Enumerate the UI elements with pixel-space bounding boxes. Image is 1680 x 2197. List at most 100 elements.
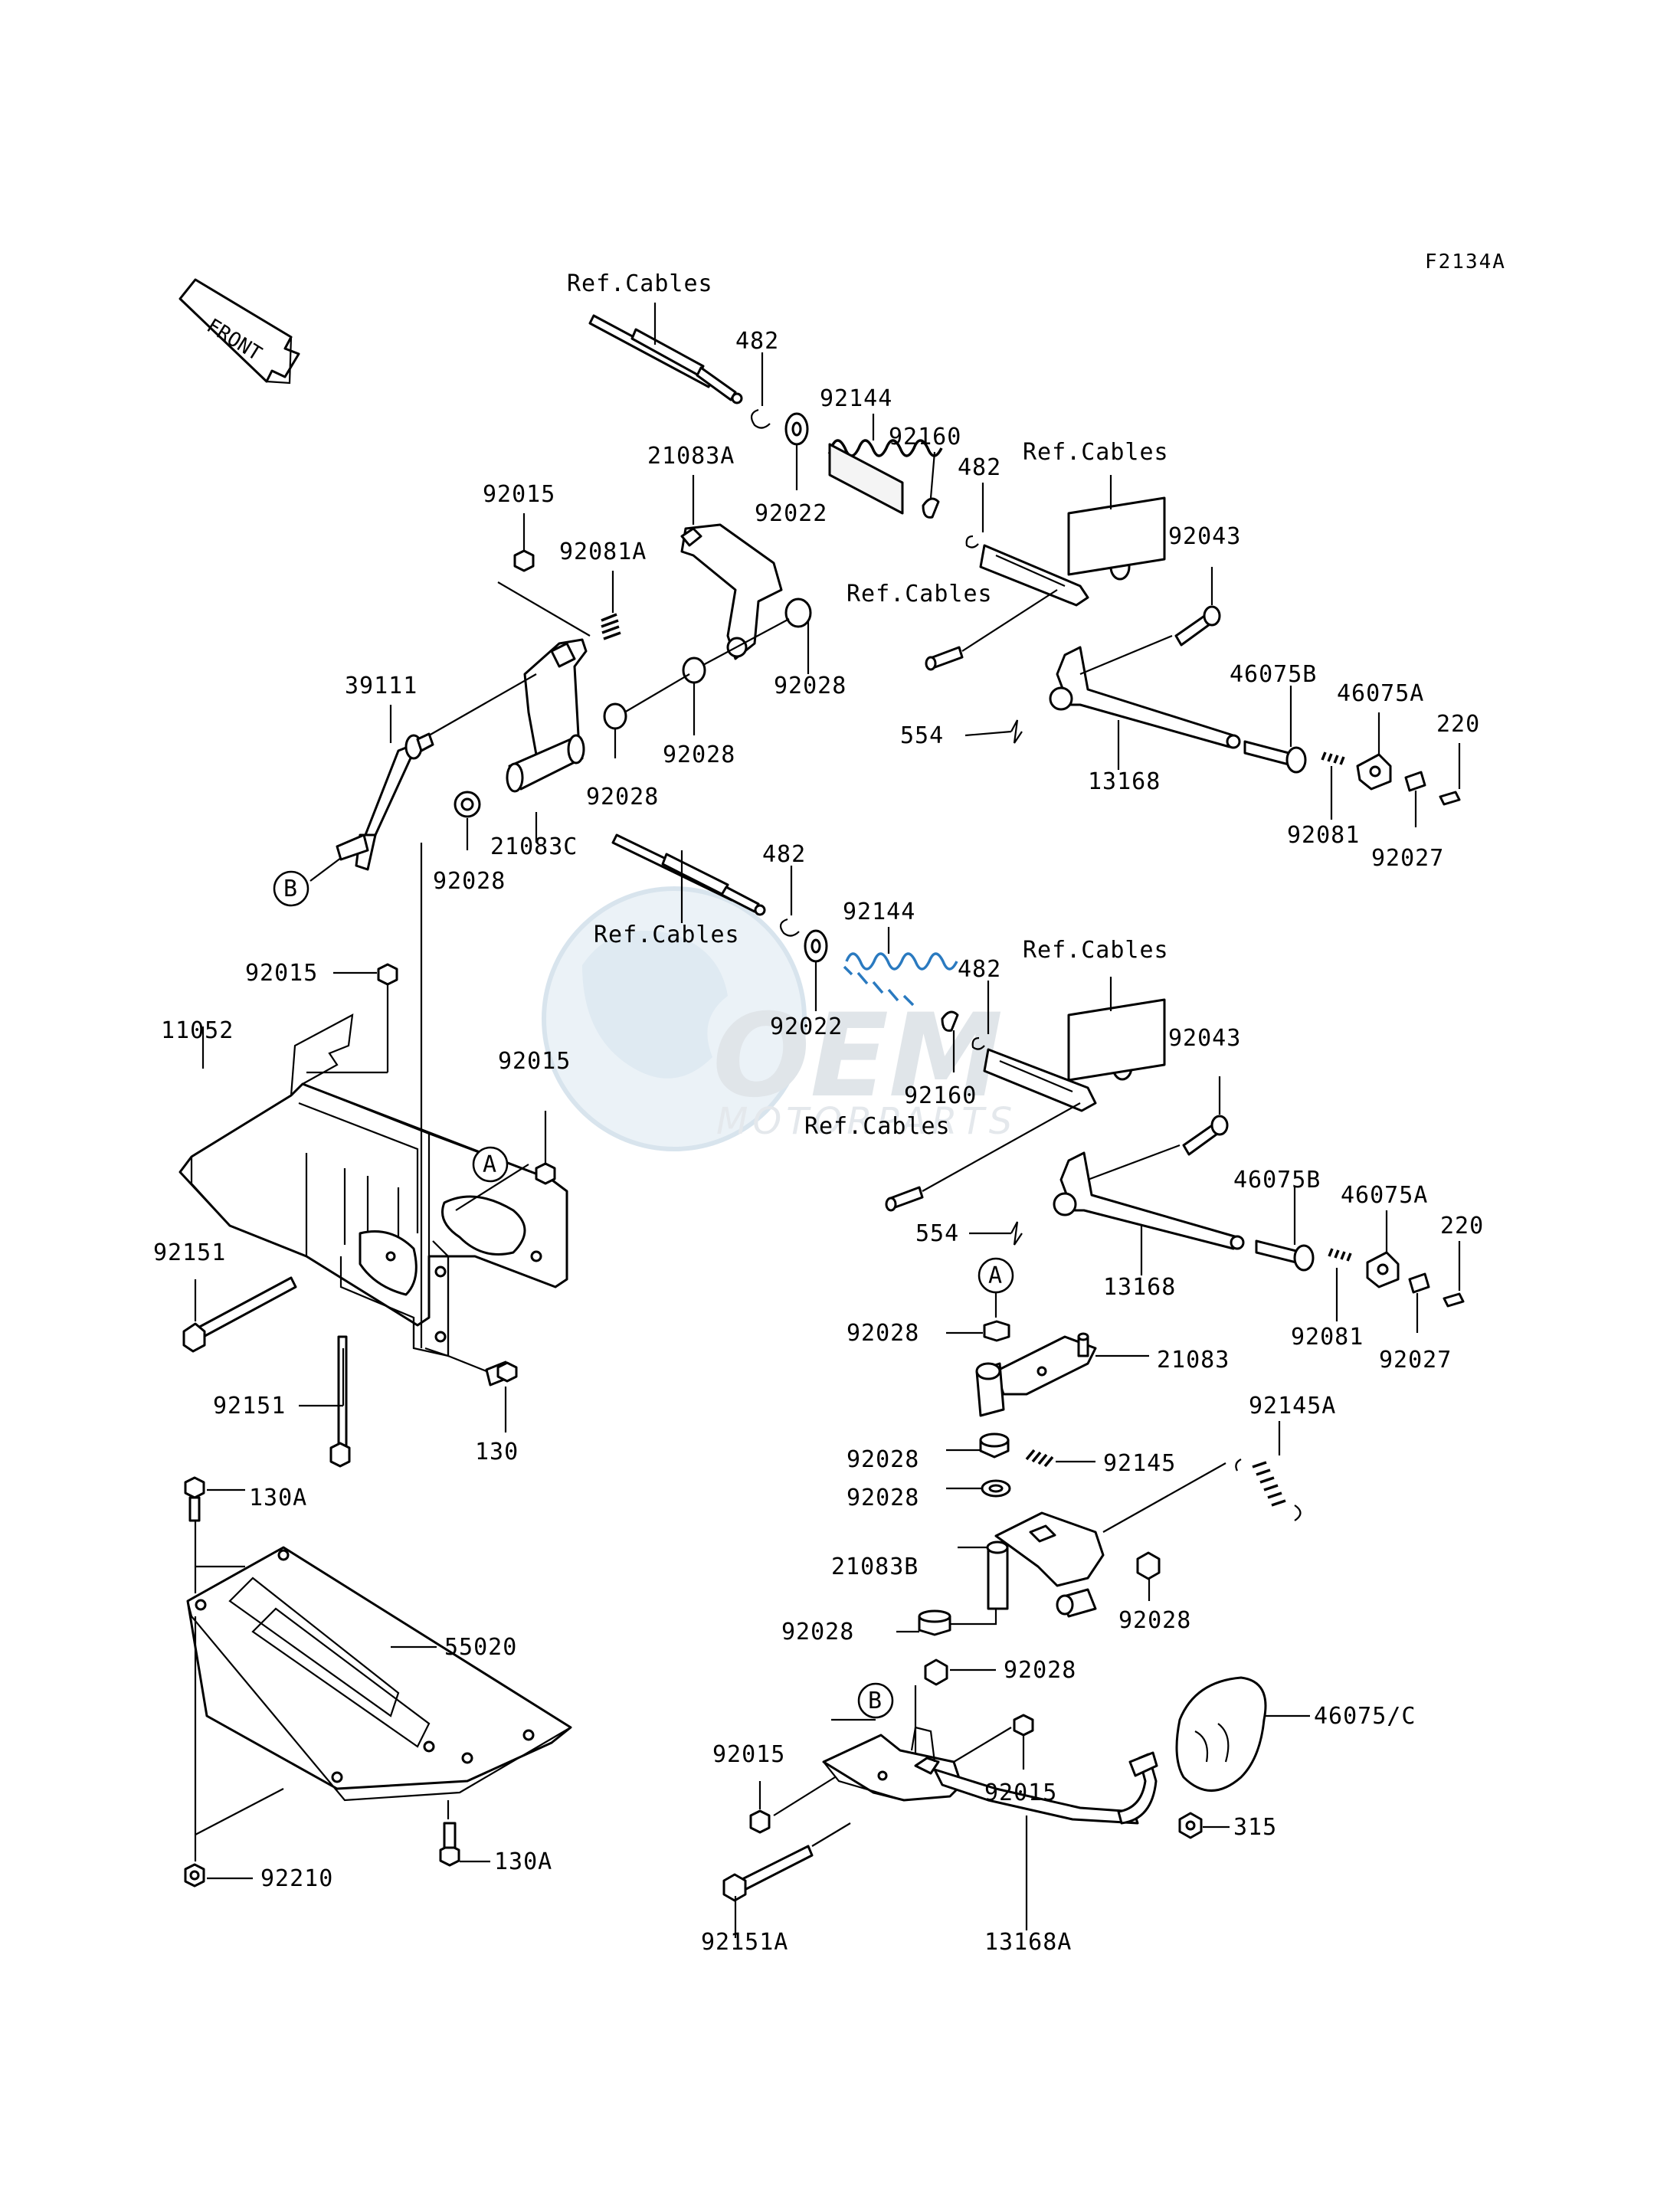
label-46075B-1: 46075B [1230, 661, 1317, 688]
label-ref-cables-6: Ref.Cables [804, 1113, 951, 1140]
label-92015-3: 92015 [498, 1048, 571, 1075]
label-39111: 39111 [345, 673, 418, 699]
nut-92015-top [497, 513, 591, 637]
pedal-pad-46075C [1175, 1676, 1310, 1792]
watermark: OEM MOTORPARTS [542, 886, 1017, 1151]
label-92028-2: 92028 [663, 742, 735, 768]
label-92210: 92210 [260, 1865, 333, 1892]
skid-plate-55020 [186, 1546, 572, 1802]
label-92028-3: 92028 [586, 784, 659, 810]
lever-21083 [946, 1320, 1149, 1417]
label-92015-1: 92015 [483, 481, 555, 508]
pedal-bracket-21083B [950, 1511, 1161, 1626]
brake-pedal-13168A [822, 1726, 1158, 1930]
label-92043-2: 92043 [1168, 1025, 1241, 1052]
label-92028-9: 92028 [1118, 1607, 1191, 1634]
ref-marker-b-lower: B [831, 1682, 917, 1754]
label-482-1: 482 [735, 328, 779, 355]
label-46075A-2: 46075A [1341, 1182, 1428, 1209]
label-92151A: 92151A [701, 1929, 788, 1956]
label-92028-6: 92028 [847, 1446, 919, 1473]
label-92043-1: 92043 [1168, 523, 1241, 550]
upper-cable-assembly [588, 303, 943, 519]
nut-92015-pedal [749, 1714, 1034, 1834]
label-554-1: 554 [900, 722, 944, 749]
label-92027-1: 92027 [1371, 845, 1444, 872]
label-92028-7: 92028 [847, 1485, 919, 1511]
label-13168-2: 13168 [1103, 1274, 1176, 1301]
bolt-92151A [722, 1822, 851, 1938]
lever-21083A [680, 475, 783, 660]
label-92028-5: 92028 [847, 1320, 919, 1347]
a-marker-lower: A [978, 1257, 1014, 1318]
label-92160-1: 92160 [889, 424, 961, 450]
bolts-130A [184, 1476, 490, 1867]
watermark-text: MOTORPARTS [716, 1100, 1017, 1143]
label-130: 130 [475, 1439, 519, 1465]
label-92022-2: 92022 [770, 1013, 843, 1040]
label-92145: 92145 [1103, 1450, 1176, 1477]
upper-shaft-assembly [925, 475, 1461, 827]
svg-text:B: B [868, 1688, 883, 1714]
spring-92145A [1102, 1421, 1302, 1533]
bolt-130 [447, 1354, 518, 1432]
label-92028-8: 92028 [781, 1619, 854, 1645]
svg-text:B: B [283, 876, 298, 902]
label-482-3: 482 [762, 841, 806, 868]
svg-text:A: A [483, 1151, 497, 1178]
label-92022-1: 92022 [755, 500, 827, 527]
label-92081A: 92081A [559, 539, 647, 565]
label-ref-cables-5: Ref.Cables [594, 922, 740, 948]
label-92027-2: 92027 [1379, 1347, 1452, 1374]
label-55020: 55020 [444, 1634, 517, 1661]
label-ref-cables-4: Ref.Cables [1023, 937, 1169, 964]
collars-92028-bottom [896, 1609, 996, 1686]
label-92015-2: 92015 [245, 960, 318, 987]
link-rod-39111 [309, 705, 434, 882]
nut-92210 [184, 1565, 284, 1888]
label-21083C: 21083C [490, 833, 578, 860]
bracket-assembly [428, 598, 812, 850]
label-11052: 11052 [161, 1017, 234, 1044]
label-92145A: 92145A [1249, 1393, 1336, 1419]
label-92151-2: 92151 [213, 1393, 286, 1419]
frame-11052 [178, 843, 568, 1357]
nut-315 [1178, 1812, 1230, 1839]
label-92144-1: 92144 [820, 385, 892, 412]
label-482-2: 482 [958, 454, 1001, 481]
label-92015-4: 92015 [712, 1741, 785, 1768]
label-130A-1: 130A [249, 1485, 307, 1511]
nut-92015-frame [306, 963, 556, 1211]
collars-92028-lower [946, 1432, 1095, 1498]
ref-marker-a-frame: A [472, 1146, 509, 1183]
label-21083B: 21083B [831, 1554, 919, 1580]
label-ref-cables-2: Ref.Cables [1023, 439, 1169, 466]
middle-shaft-assembly [885, 977, 1465, 1333]
label-21083A: 21083A [647, 443, 735, 470]
front-arrow-icon: FRONT [178, 278, 300, 385]
diagram-code: F2134A [1425, 250, 1506, 273]
svg-text:A: A [988, 1262, 1003, 1289]
label-13168-1: 13168 [1088, 768, 1161, 795]
label-46075B-2: 46075B [1233, 1167, 1321, 1193]
label-ref-cables-1: Ref.Cables [567, 270, 713, 297]
label-92160-2: 92160 [904, 1082, 977, 1109]
spring-92081A [601, 571, 621, 640]
label-92081-2: 92081 [1291, 1324, 1364, 1351]
label-554-2: 554 [915, 1220, 959, 1247]
label-92028-10: 92028 [1004, 1657, 1076, 1684]
label-92028-4: 92028 [433, 868, 506, 895]
part-labels: Ref.Cables 482 92144 92160 482 Ref.Cable… [153, 270, 1484, 1956]
label-92015-5: 92015 [984, 1780, 1057, 1806]
label-220-2: 220 [1440, 1213, 1484, 1239]
label-46075C: 46075/C [1314, 1703, 1416, 1730]
label-92151-1: 92151 [153, 1239, 226, 1266]
label-21083: 21083 [1157, 1347, 1230, 1374]
label-315: 315 [1233, 1814, 1277, 1841]
label-92028-1: 92028 [774, 673, 847, 699]
label-220-1: 220 [1436, 711, 1480, 738]
label-13168A: 13168A [984, 1929, 1072, 1956]
label-130A-2: 130A [494, 1848, 552, 1875]
label-92081-1: 92081 [1287, 822, 1360, 849]
